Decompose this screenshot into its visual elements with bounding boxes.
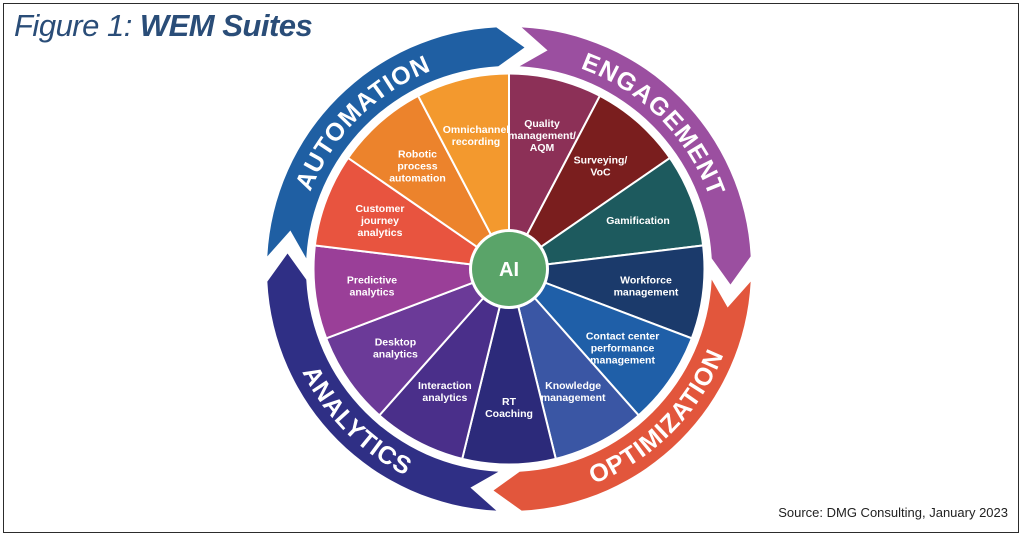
- segment-label-gamification: Gamification: [606, 215, 670, 227]
- ring-automation: [267, 27, 525, 259]
- figure-title-prefix: Figure 1:: [14, 8, 132, 43]
- figure-title: Figure 1:WEM Suites: [14, 8, 313, 44]
- figure-title-main: WEM Suites: [139, 8, 313, 43]
- ring-optimization: [493, 279, 751, 511]
- ai-hub-label: AI: [499, 259, 519, 281]
- segment-label-surveying-voc: Surveying/VoC: [574, 155, 628, 179]
- source-note: Source: DMG Consulting, January 2023: [778, 505, 1008, 520]
- ring-engagement: [519, 27, 751, 285]
- ai-hub: [472, 232, 546, 306]
- wheel-rim: [311, 71, 707, 467]
- ring-analytics: [267, 253, 499, 511]
